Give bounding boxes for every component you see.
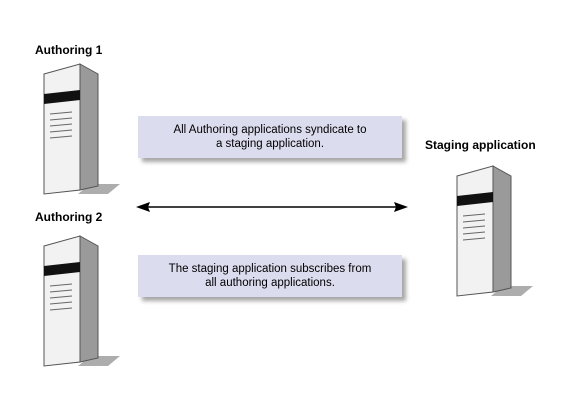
syndicate-note: All Authoring applications syndicate to … [138, 116, 402, 158]
subscribe-note: The staging application subscribes from … [138, 255, 402, 297]
authoring-1-server-icon [43, 63, 120, 195]
subscribe-note-line-1: The staging application subscribes from [168, 263, 372, 275]
subscribe-note-line-2: all authoring applications. [205, 277, 335, 289]
syndicate-note-line-2: a staging application. [215, 138, 325, 150]
syndicate-note-line-1: All Authoring applications syndicate to [173, 124, 367, 136]
authoring-2-label: Authoring 2 [35, 210, 103, 224]
authoring-2-server-icon [43, 235, 120, 367]
authoring-1-label: Authoring 1 [35, 43, 103, 57]
bidirectional-arrow [136, 202, 408, 212]
staging-application-label: Staging application [425, 138, 536, 152]
staging-server-icon [456, 165, 533, 297]
